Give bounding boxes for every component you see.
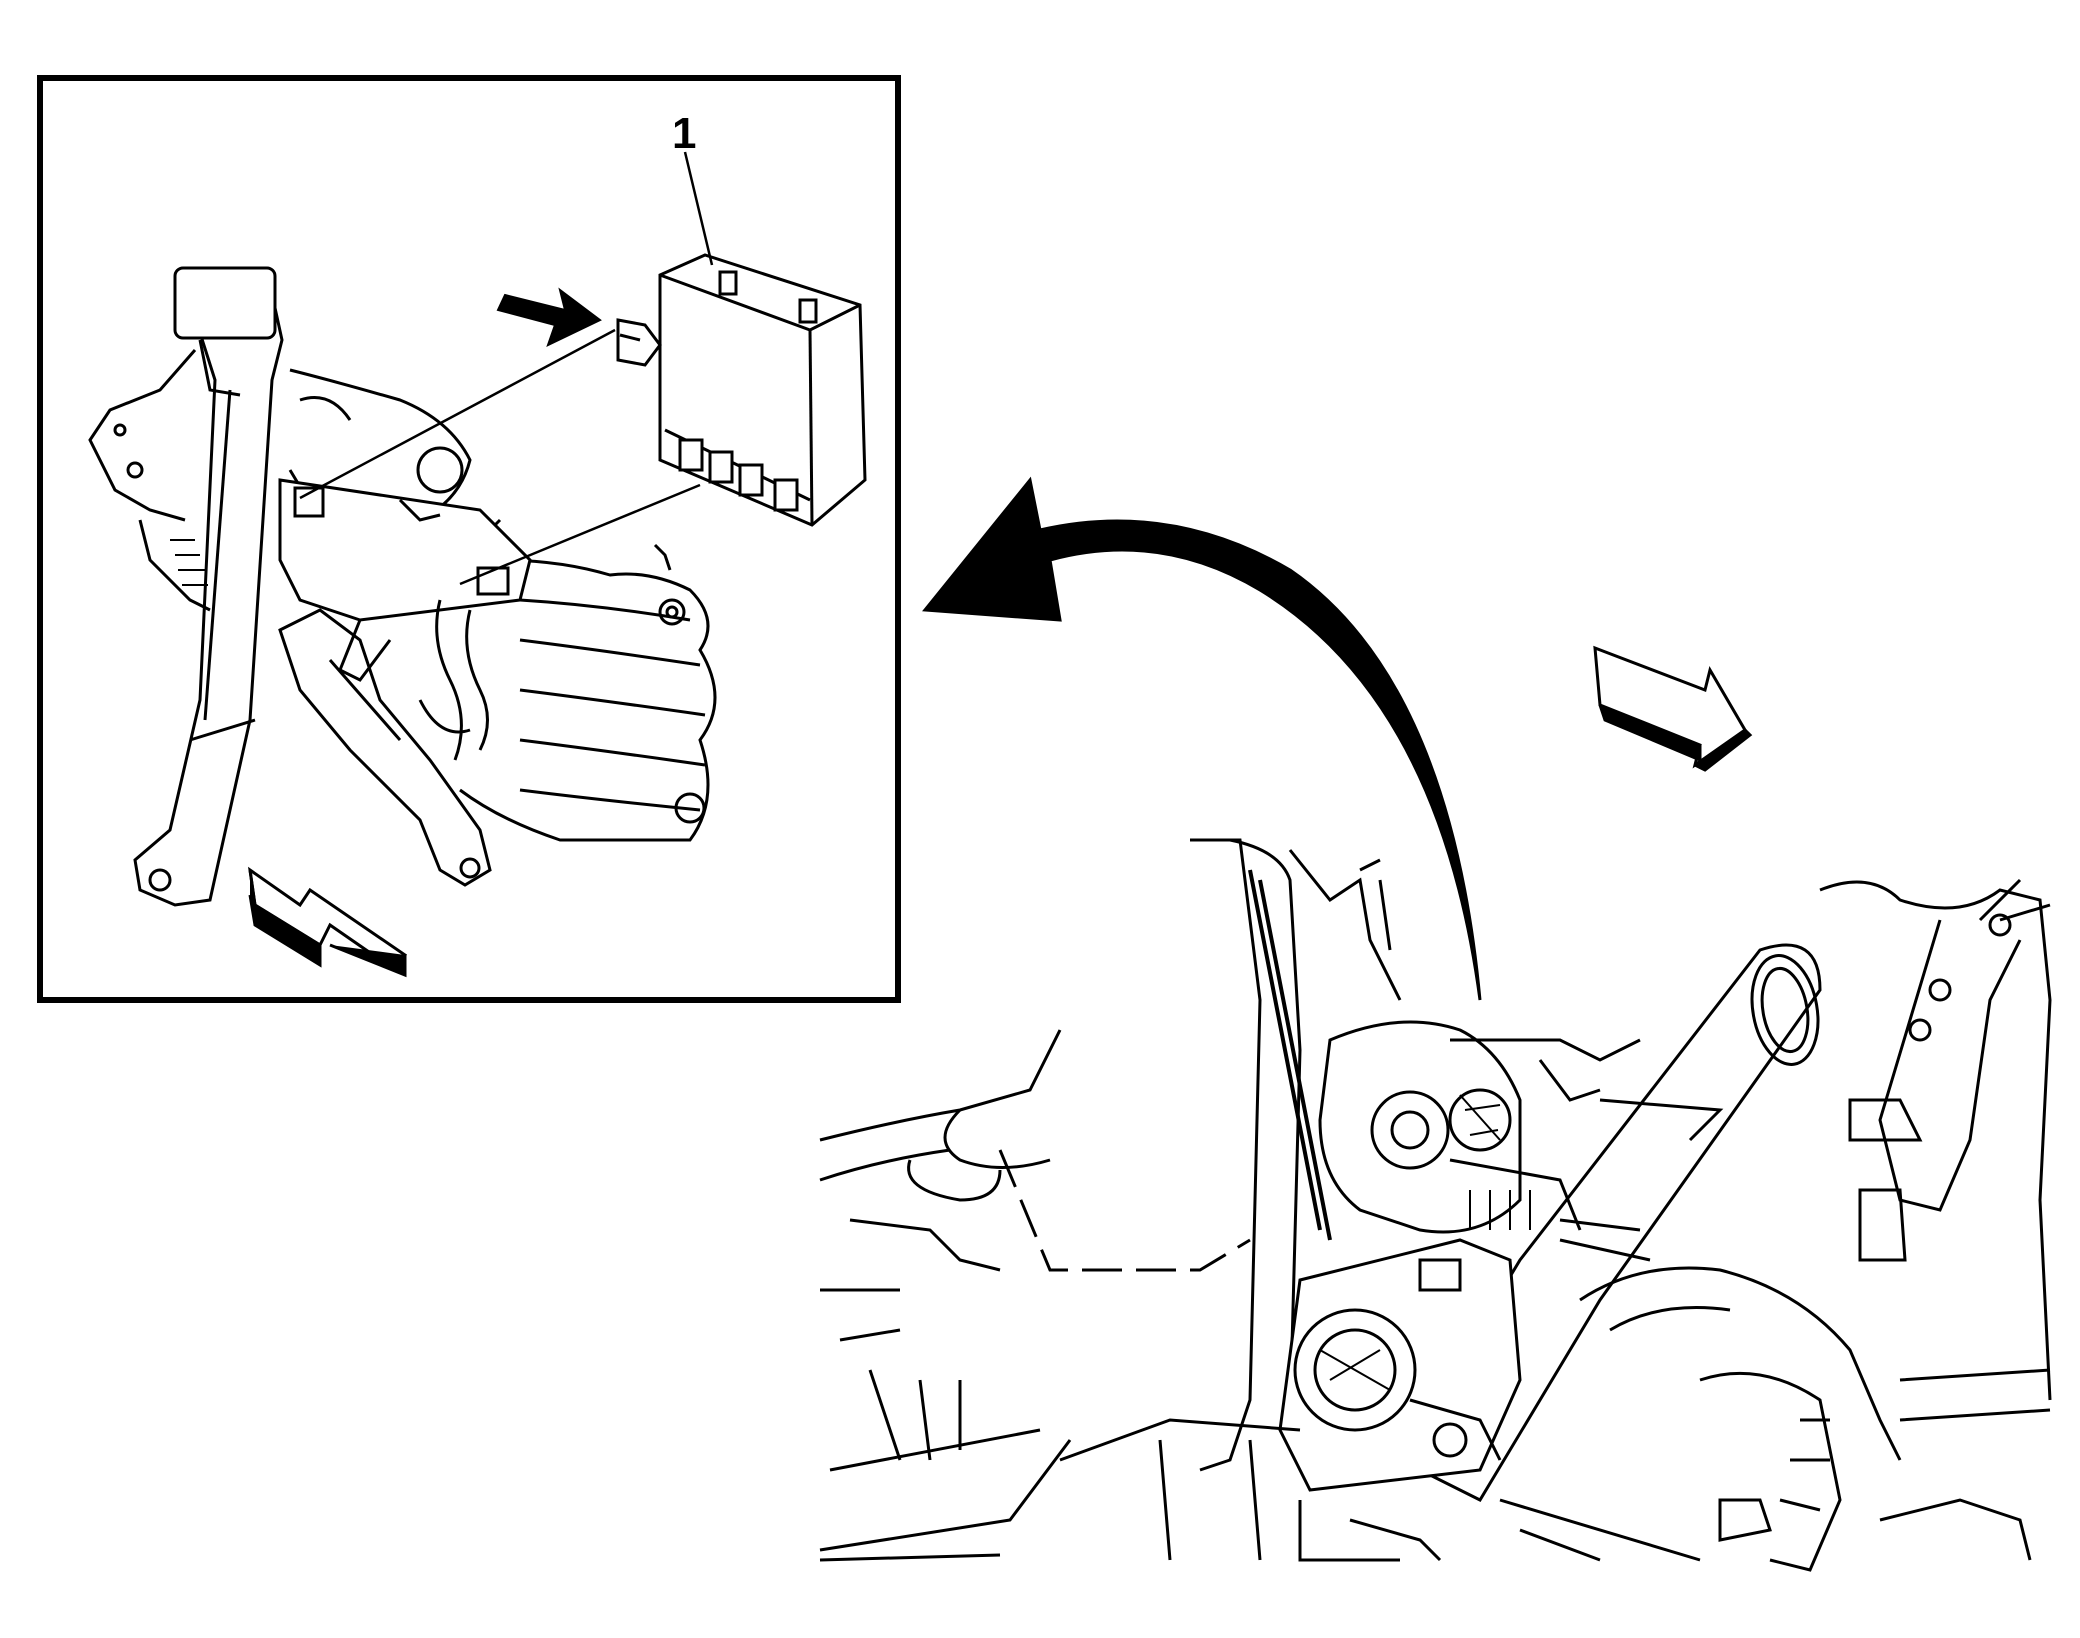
- control-module: [616, 253, 867, 527]
- callout-label: 1: [672, 109, 696, 158]
- curved-arrow-icon: [922, 476, 1482, 1001]
- callout-leader: [683, 151, 714, 266]
- alignment-lines: [299, 328, 701, 586]
- vehicle-module-housing: [1278, 1238, 1522, 1492]
- harness-shield: [459, 543, 717, 842]
- solid-arrow-icon: [496, 287, 602, 347]
- vehicle-actuator: [1318, 1020, 1641, 1234]
- mounting-plate: [278, 478, 532, 761]
- forward-arrow-icon: [248, 866, 408, 978]
- callout-1: 1: [672, 109, 714, 266]
- detail-inset: 1: [37, 75, 901, 1003]
- mounting-bracket: [88, 266, 284, 907]
- vehicle-compartment: [819, 838, 2052, 1572]
- vehicle-forward-arrow-icon: [1593, 645, 1753, 772]
